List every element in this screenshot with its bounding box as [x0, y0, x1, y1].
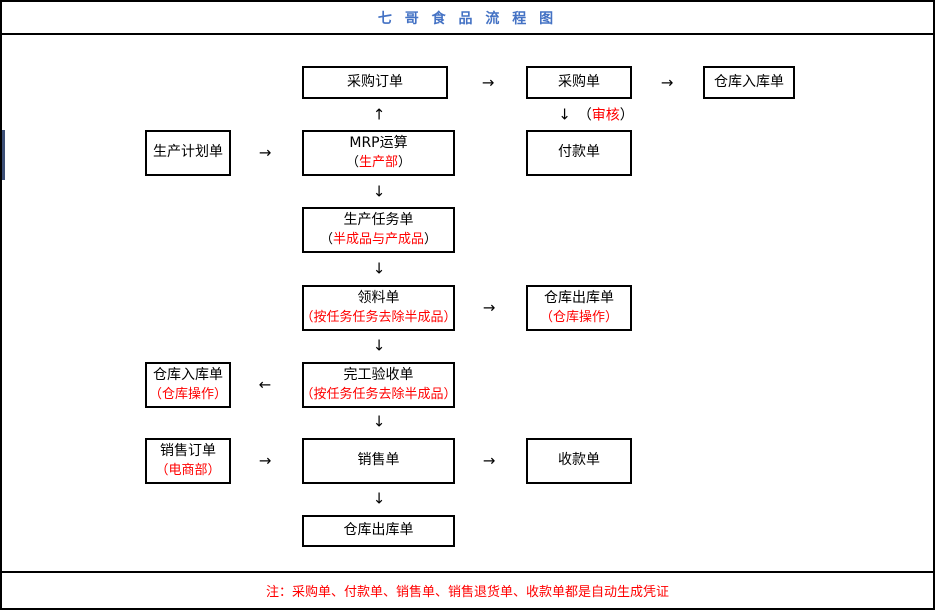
arrow-sales-order-to-sales: →: [258, 451, 272, 470]
flow-box-sales-order: 销售订单 （电商部）: [145, 438, 231, 484]
arrow-sales-to-warehouse-out: ↓: [372, 489, 386, 508]
flow-box-purchase-bill: 采购单: [526, 66, 632, 99]
flow-box-title: 仓库入库单: [714, 73, 784, 90]
arrow-glyph-icon: ↓: [372, 412, 386, 431]
arrow-task-to-material: ↓: [372, 259, 386, 278]
flow-box-warehouse-out-mid: 仓库出库单 （仓库操作）: [526, 285, 632, 331]
arrow-glyph-icon: ↓: [558, 105, 571, 124]
arrow-glyph-icon: ←: [258, 375, 272, 394]
arrow-glyph-icon: →: [482, 298, 496, 317]
flow-box-title: 完工验收单: [343, 367, 414, 384]
left-edge-marker: [2, 130, 5, 180]
arrow-purchase-order-to-purchase-bill: →: [481, 73, 495, 92]
arrow-glyph-icon: →: [481, 73, 495, 92]
flow-box-subtitle: （电商部）: [155, 462, 221, 478]
arrow-sales-to-receipt: →: [482, 451, 496, 470]
flow-box-material-requisition: 领料单 （按任务任务去除半成品）: [300, 285, 457, 331]
arrow-inspection-to-sales: ↓: [372, 412, 386, 431]
arrow-glyph-icon: ↑: [372, 105, 386, 124]
flow-box-warehouse-in-left: 仓库入库单 （仓库操作）: [145, 362, 231, 408]
flow-box-production-task: 生产任务单 （半成品与产成品）: [302, 207, 455, 253]
arrow-glyph-icon: →: [660, 73, 674, 92]
arrow-purchase-bill-to-payment: ↓ （审核）: [558, 105, 634, 124]
flow-box-title: 仓库出库单: [544, 290, 614, 307]
flow-box-subtitle: （仓库操作）: [148, 386, 227, 402]
footer-bar: 注：采购单、付款单、销售单、销售退货单、收款单都是自动生成凭证: [2, 571, 933, 608]
arrow-mrp-to-task: ↓: [372, 182, 386, 201]
flow-box-subtitle: （生产部）: [345, 154, 412, 170]
flow-box-title: 采购单: [558, 73, 600, 90]
flow-box-title: 领料单: [357, 290, 400, 307]
flow-box-subtitle: （按任务任务去除半成品）: [300, 386, 457, 402]
arrow-glyph-icon: ↓: [372, 489, 386, 508]
flow-box-title: 仓库出库单: [343, 522, 414, 539]
flow-box-warehouse-out-bottom: 仓库出库单: [302, 515, 455, 547]
flow-box-title: 生产计划单: [153, 144, 223, 161]
flow-box-receipt-bill: 收款单: [526, 438, 632, 484]
flow-box-mrp-run: MRP运算 （生产部）: [302, 130, 455, 176]
flow-box-title: 销售单: [357, 452, 400, 469]
flow-box-warehouse-in-top: 仓库入库单: [703, 66, 795, 99]
arrow-glyph-icon: →: [258, 143, 272, 162]
flow-box-payment-bill: 付款单: [526, 130, 632, 176]
title-bar: 七 哥 食 品 流 程 图: [2, 2, 933, 35]
flow-box-subtitle: （仓库操作）: [539, 309, 618, 325]
flow-box-title: MRP运算: [349, 135, 408, 152]
arrow-inspection-to-warehouse-in: ←: [258, 375, 272, 394]
arrow-material-to-warehouse-out: →: [482, 298, 496, 317]
flow-box-title: 仓库入库单: [153, 367, 223, 384]
flow-box-title: 采购订单: [347, 73, 403, 90]
flow-box-sales-bill: 销售单: [302, 438, 455, 484]
arrow-purchase-bill-to-warehouse-in: →: [660, 73, 674, 92]
flow-box-subtitle: （按任务任务去除半成品）: [300, 309, 457, 325]
arrow-material-to-inspection: ↓: [372, 336, 386, 355]
arrow-glyph-icon: →: [258, 451, 272, 470]
flow-box-production-plan: 生产计划单: [145, 130, 231, 176]
flow-box-title: 生产任务单: [343, 212, 414, 229]
arrow-glyph-icon: ↓: [372, 259, 386, 278]
flow-box-purchase-order: 采购订单: [302, 66, 448, 99]
flow-box-title: 付款单: [558, 144, 600, 161]
arrow-glyph-icon: ↓: [372, 336, 386, 355]
footer-note: 注：采购单、付款单、销售单、销售退货单、收款单都是自动生成凭证: [265, 585, 669, 600]
page-title: 七 哥 食 品 流 程 图: [377, 10, 558, 27]
flow-box-title: 销售订单: [160, 443, 216, 460]
flow-box-title: 收款单: [558, 452, 600, 469]
flow-box-subtitle: （半成品与产成品）: [319, 231, 438, 247]
arrow-mrp-to-purchase-order: ↑: [372, 105, 386, 124]
arrow-glyph-icon: →: [482, 451, 496, 470]
flow-box-completion-inspection: 完工验收单 （按任务任务去除半成品）: [300, 362, 457, 408]
arrow-glyph-icon: ↓: [372, 182, 386, 201]
arrow-plan-to-mrp: →: [258, 143, 272, 162]
arrow-label: （审核）: [577, 107, 634, 123]
